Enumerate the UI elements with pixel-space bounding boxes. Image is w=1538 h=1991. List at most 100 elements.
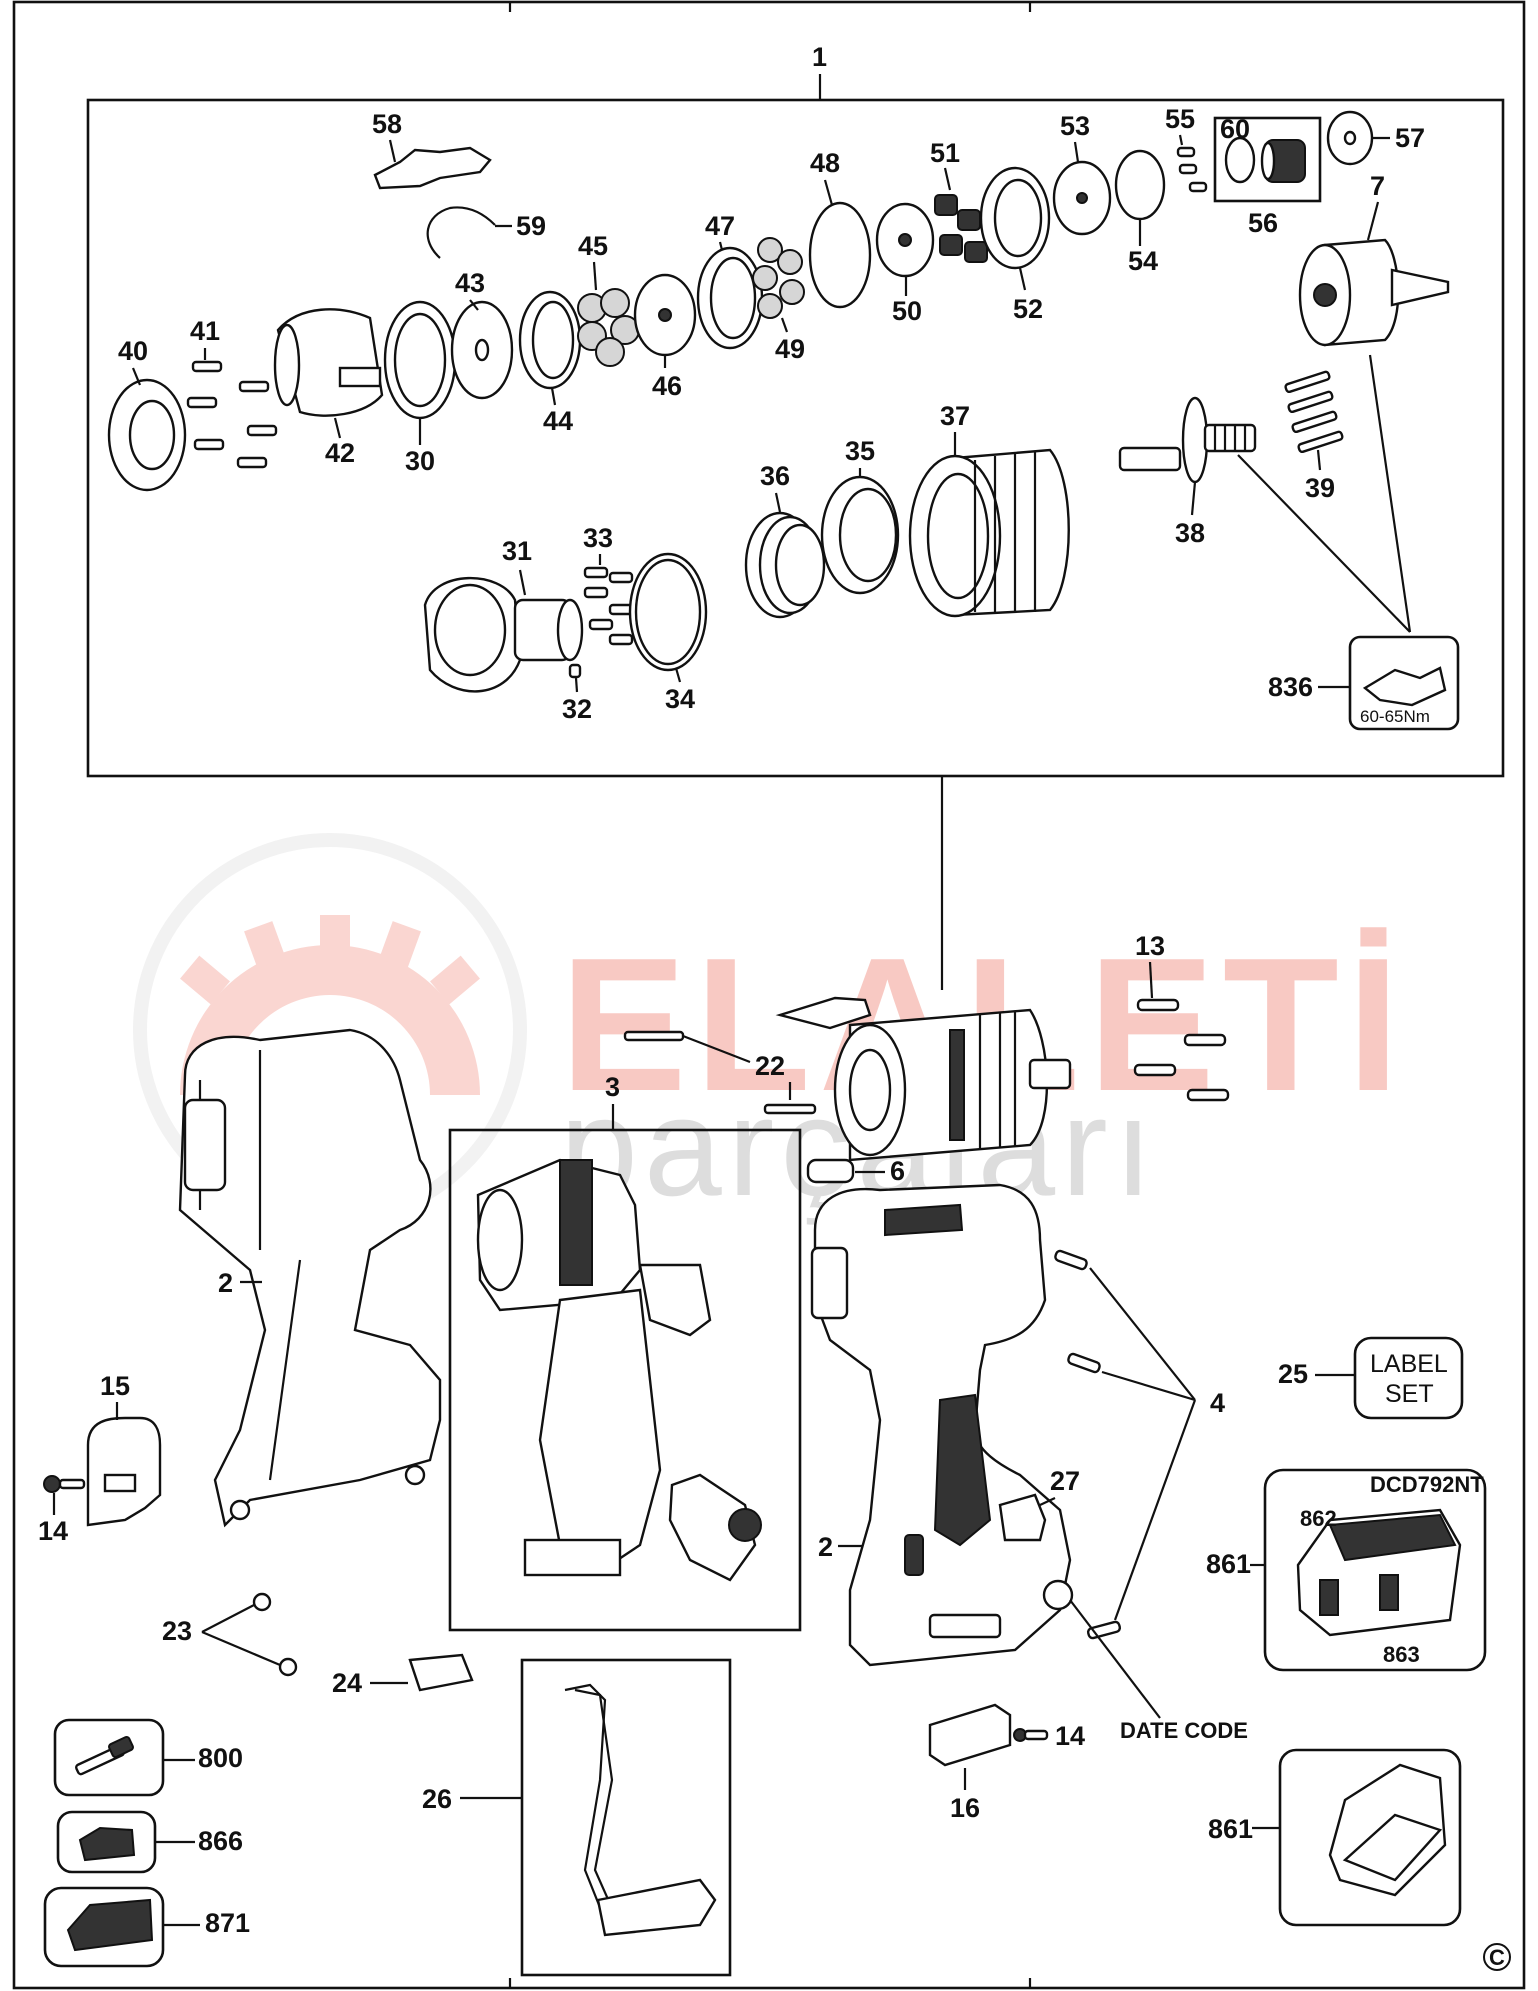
part-30-ring-housing [383,300,457,420]
label-50: 50 [892,296,922,326]
part-38-spindle [1118,396,1257,484]
part-44-ring [518,290,582,390]
part-26-wiring-frame [520,1658,732,1977]
label-41: 41 [190,316,220,346]
part-836-kit-icon [1362,666,1447,707]
label-48: 48 [810,148,840,178]
part-56-kit-box [1213,116,1322,203]
label-4: 4 [1210,1388,1225,1418]
label-800: 800 [198,1743,243,1773]
copyright-icon [1483,1943,1511,1971]
part-861-kitbox-top-frame [1263,1468,1487,1672]
label-32: 32 [562,694,592,724]
part-15-belt-hook [86,1416,162,1527]
label-60: 60 [1220,114,1250,144]
label-59: 59 [516,211,546,241]
label-24: 24 [332,1668,362,1698]
label-3: 3 [605,1072,620,1102]
part-27-cap [998,1493,1047,1542]
part-41-screws [186,360,278,469]
part-836-kit-box [1348,635,1460,731]
part-800-tool [75,1735,134,1776]
copyright-letter: C [1489,1945,1505,1970]
label-15: 15 [100,1371,130,1401]
label-2b: 2 [818,1532,833,1562]
label-27: 27 [1050,1466,1080,1496]
label-13: 13 [1135,931,1165,961]
part-31-housing [423,576,584,693]
part-59-spring [426,206,496,259]
label-57: 57 [1395,123,1425,153]
part-58-clip [373,146,492,190]
part-861-kitbox-bottom-frame [1278,1748,1462,1927]
watermark-cog-icon [180,915,480,1095]
label-38: 38 [1175,518,1205,548]
label-49: 49 [775,334,805,364]
part-2-left-housing-half [178,1028,442,1528]
part-3-switch-assembly-box [448,1128,802,1632]
page-frame [12,0,1526,1990]
label-52: 52 [1013,294,1043,324]
label-25: 25 [1278,1359,1308,1389]
part-866-battery [78,1826,136,1862]
label-44: 44 [543,406,573,436]
label-31: 31 [502,536,532,566]
part-35-ring-gear [820,475,900,595]
part-7-chuck [1298,238,1450,347]
label-14a: 14 [38,1516,68,1546]
part-3-motor-switch [476,1158,762,1582]
part-49-planet-gears [752,237,805,319]
label-14b: 14 [1055,1721,1085,1751]
label-46: 46 [652,371,682,401]
part-40-plate [107,378,187,492]
label-30: 30 [405,446,435,476]
label-35: 35 [845,436,875,466]
part-50-carrier [875,202,935,278]
label-36: 36 [760,461,790,491]
part-33-pins [583,566,634,646]
label-836: 836 [1268,672,1313,702]
label-53: 53 [1060,111,1090,141]
part-36-ring [744,511,826,619]
part-861-kitbox-top [1296,1508,1462,1637]
part-16-contact [928,1703,1012,1767]
part-39-screws [1284,370,1344,454]
label-37: 37 [940,401,970,431]
label-863: 863 [1383,1642,1420,1667]
label-51: 51 [930,138,960,168]
part-871-frame [43,1886,165,1968]
label-33: 33 [583,523,613,553]
label-set-line2: SET [1385,1380,1434,1408]
label-861a: 861 [1206,1549,1251,1579]
label-47: 47 [705,211,735,241]
label-43: 43 [455,268,485,298]
label-866: 866 [198,1826,243,1856]
part-861-kitbox-bottom [1328,1763,1447,1897]
date-code-label: DATE CODE [1120,1718,1248,1743]
part-4-screws [1054,1249,1122,1640]
label-set-line1: LABEL [1370,1350,1448,1378]
label-42: 42 [325,438,355,468]
gearbox-frame [86,98,1505,778]
part-2-right-housing [810,1183,1074,1667]
part-37-gear-case [908,448,1070,618]
part-51-planet-gears [934,194,988,263]
torque-note: 60-65Nm [1360,707,1430,726]
label-40: 40 [118,336,148,366]
part-32-pin [568,663,582,679]
part-6-clip [806,1158,855,1184]
label-1: 1 [812,42,827,72]
part-871-charger [66,1898,154,1952]
part-42-housing [273,308,384,417]
part-14-screw-left [43,1475,86,1493]
label-871: 871 [205,1908,250,1938]
label-16: 16 [950,1793,980,1823]
part-56-collar [1260,139,1306,183]
part-53-clutch-plate [1052,160,1112,236]
part-55-pins [1176,146,1208,193]
label-26: 26 [422,1784,452,1814]
part-25-label-set-box [1353,1336,1464,1420]
part-14-screw-right [1013,1728,1049,1742]
part-46-carrier [633,273,697,357]
